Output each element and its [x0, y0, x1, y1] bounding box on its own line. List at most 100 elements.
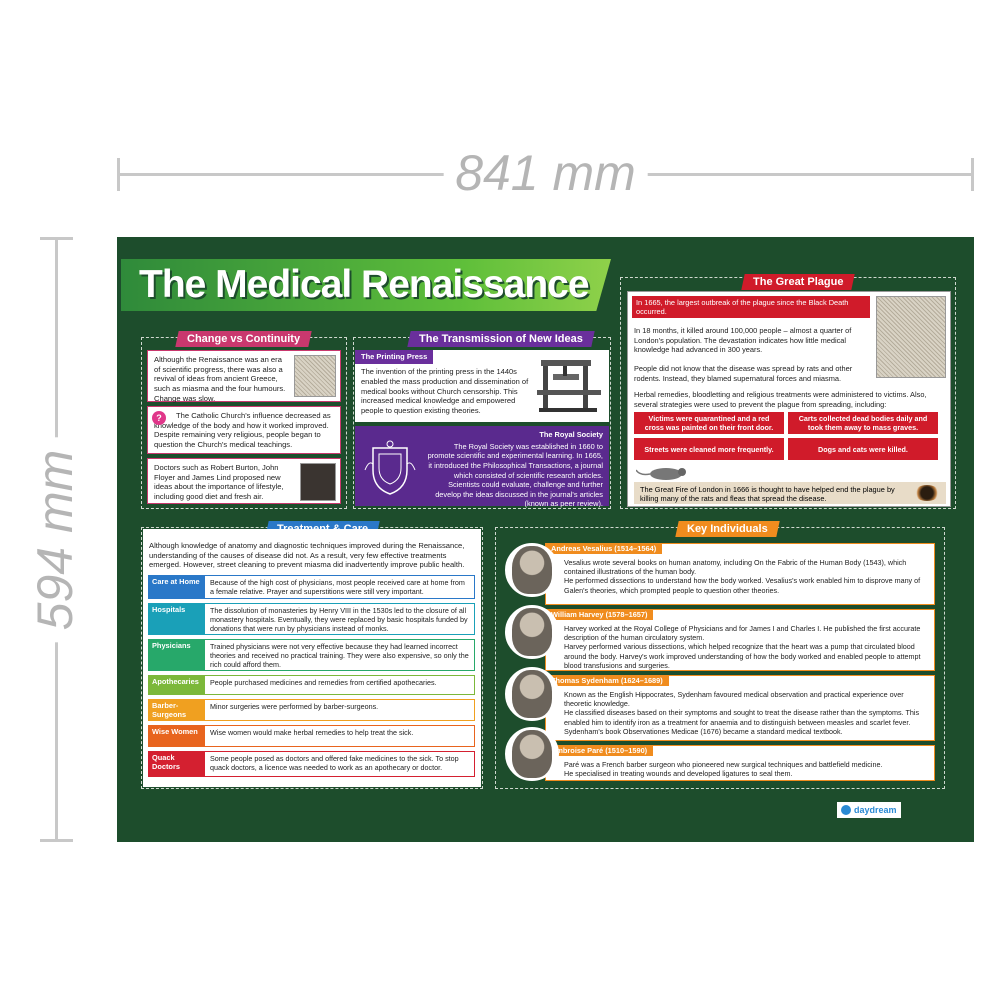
key-individual-text: Known as the English Hippocrates, Sydenh… [564, 690, 928, 736]
treatment-card: Although knowledge of anatomy and diagno… [143, 529, 481, 787]
treatment-row-label: Care at Home [149, 576, 205, 598]
treatment-row-care-at-home: Care at Home Because of the high cost of… [148, 575, 475, 599]
poster-title: The Medical Renaissance [139, 263, 590, 306]
royal-society-card: The Royal Society The Royal Society was … [355, 426, 609, 509]
printing-press-image [533, 356, 605, 416]
printing-press-label: The Printing Press [355, 350, 434, 364]
cvc-card-3-text: Doctors such as Robert Burton, John Floy… [154, 463, 284, 502]
plague-intro: In 1665, the largest outbreak of the pla… [632, 296, 870, 318]
burnt-paper-icon [914, 485, 940, 501]
treatment-row-barber-surgeons: Barber-Surgeons Minor surgeries were per… [148, 699, 475, 721]
pare-portrait [505, 727, 559, 781]
treatment-row-physicians: Physicians Trained physicians were not v… [148, 639, 475, 671]
portrait-face [512, 608, 552, 656]
cvc-card-2-text: The Catholic Church's influence decrease… [154, 411, 331, 450]
key-individual-vesalius: Andreas Vesalius (1514–1564) Vesalius wr… [545, 543, 935, 605]
printing-press-card: The Printing Press The invention of the … [355, 350, 609, 422]
printing-press-text: The invention of the printing press in t… [361, 367, 529, 415]
treatment-row-quack-doctors: Quack Doctors Some people posed as docto… [148, 751, 475, 777]
plague-para-2: People did not know that the disease was… [634, 364, 853, 383]
great-plague-card: In 1665, the largest outbreak of the pla… [627, 291, 951, 507]
daydream-logo-text: daydream [854, 805, 897, 815]
width-dimension-tick-right [971, 158, 974, 191]
key-individual-harvey: William Harvey (1578–1657) Harvey worked… [545, 609, 935, 671]
key-individual-line-1: Known as the English Hippocrates, Sydenh… [564, 690, 904, 709]
treatment-row-text: Because of the high cost of physicians, … [210, 578, 465, 596]
treatment-row-label: Physicians [149, 640, 205, 670]
cvc-card-1: Although the Renaissance was an era of s… [147, 350, 341, 403]
royal-society-crest-icon [363, 440, 417, 498]
plague-strategy-1: Victims were quarantined and a red cross… [634, 412, 784, 434]
height-dimension-tick-bottom [40, 839, 73, 842]
treatment-row-text: Minor surgeries were performed by barber… [210, 702, 379, 711]
treatment-row-label: Hospitals [149, 604, 205, 634]
medieval-figure-image [294, 355, 336, 397]
portrait-face [512, 546, 552, 594]
cvc-card-3: Doctors such as Robert Burton, John Floy… [147, 458, 341, 504]
question-mark-icon: ? [152, 411, 166, 425]
cvc-card-1-text: Although the Renaissance was an era of s… [154, 355, 286, 403]
key-individual-sydenham: Thomas Sydenham (1624–1689) Known as the… [545, 675, 935, 741]
treatment-row-label: Apothecaries [149, 676, 205, 694]
key-individual-pare: Ambroise Paré (1510–1590) Paré was a Fre… [545, 745, 935, 781]
plague-strategy-2: Carts collected dead bodies daily and to… [788, 412, 938, 434]
treatment-intro: Although knowledge of anatomy and diagno… [149, 541, 465, 570]
key-individual-line-2: He specialised in treating wounds and de… [564, 769, 793, 779]
key-individual-text: Paré was a French barber surgeon who pio… [564, 760, 928, 778]
doctor-portrait-image [300, 463, 336, 501]
daydream-logo: daydream [837, 802, 901, 818]
harvey-portrait [505, 605, 559, 659]
treatment-row-text: Wise women would make herbal remedies to… [210, 728, 414, 737]
treatment-row-text: Trained physicians were not very effecti… [210, 642, 469, 669]
title-banner: The Medical Renaissance [121, 259, 611, 311]
treatment-row-apothecaries: Apothecaries People purchased medicines … [148, 675, 475, 695]
treatment-row-text: The dissolution of monasteries by Henry … [210, 606, 468, 633]
portrait-face [512, 730, 552, 778]
plague-street-scene-image [876, 296, 946, 378]
portrait-face [512, 670, 552, 718]
poster: The Medical Renaissance Change vs Contin… [117, 237, 974, 842]
daydream-logo-icon [841, 805, 851, 815]
plague-strategy-4: Dogs and cats were killed. [788, 438, 938, 460]
height-dimension-label: 594 mm [26, 437, 84, 642]
treatment-row-hospitals: Hospitals The dissolution of monasteries… [148, 603, 475, 635]
royal-society-label: The Royal Society [539, 430, 603, 439]
key-individual-line-2: Harvey performed various dissections, wh… [564, 642, 921, 670]
key-individual-text: Harvey worked at the Royal College of Ph… [564, 624, 928, 670]
treatment-row-label: Quack Doctors [149, 752, 205, 776]
great-fire-strip: The Great Fire of London in 1666 is thou… [634, 482, 946, 504]
treatment-row-text: People purchased medicines and remedies … [210, 678, 437, 687]
key-individual-line-1: Vesalius wrote several books on human an… [564, 558, 907, 577]
rat-image [635, 462, 692, 482]
plague-para-1: In 18 months, it killed around 100,000 p… [634, 326, 852, 355]
width-dimension-label: 841 mm [443, 144, 648, 202]
transmission-heading: The Transmission of New Ideas [407, 331, 595, 347]
width-dimension-tick-left [117, 158, 120, 191]
plague-strategy-3: Streets were cleaned more frequently. [634, 438, 784, 460]
great-plague-heading: The Great Plague [741, 274, 856, 290]
height-dimension-tick-top [40, 237, 73, 240]
royal-society-text: The Royal Society was established in 166… [427, 441, 603, 509]
treatment-row-label: Wise Women [149, 726, 205, 746]
key-individual-line-2: He performed dissections to understand h… [564, 576, 921, 595]
plague-para-3: Herbal remedies, bloodletting and religi… [634, 390, 927, 409]
key-individual-name: William Harvey (1578–1657) [545, 609, 654, 620]
key-individual-line-1: Paré was a French barber surgeon who pio… [564, 760, 883, 769]
treatment-row-wise-women: Wise Women Wise women would make herbal … [148, 725, 475, 747]
treatment-row-label: Barber-Surgeons [149, 700, 205, 720]
change-vs-continuity-heading: Change vs Continuity [175, 331, 312, 347]
key-individual-name: Ambroise Paré (1510–1590) [545, 745, 654, 756]
key-individual-text: Vesalius wrote several books on human an… [564, 558, 928, 595]
sydenham-portrait [505, 667, 559, 721]
width-dimension: 841 mm [117, 144, 974, 202]
treatment-row-text: Some people posed as doctors and offered… [210, 754, 459, 772]
key-individual-line-1: Harvey worked at the Royal College of Ph… [564, 624, 921, 643]
vesalius-portrait [505, 543, 559, 597]
key-individual-line-2: He classified diseases based on their sy… [564, 708, 920, 736]
key-individual-name: Thomas Sydenham (1624–1689) [545, 675, 669, 686]
great-fire-text: The Great Fire of London in 1666 is thou… [640, 485, 895, 503]
cvc-card-2: The Catholic Church's influence decrease… [147, 406, 341, 454]
key-individuals-heading: Key Individuals [675, 521, 780, 537]
height-dimension: 594 mm [26, 237, 84, 842]
key-individual-name: Andreas Vesalius (1514–1564) [545, 543, 663, 554]
